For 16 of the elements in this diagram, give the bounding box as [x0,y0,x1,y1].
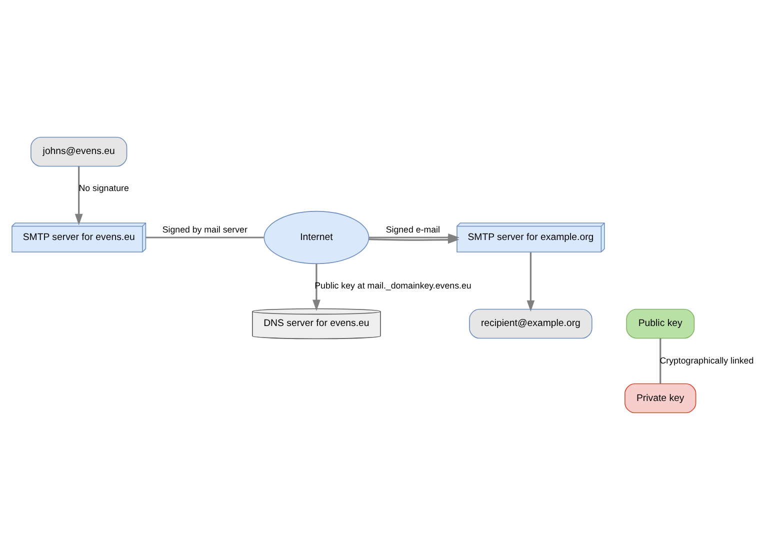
arrow [74,166,83,225]
connector [660,338,662,384]
connector [146,236,264,238]
edge-label: No signature [78,182,129,193]
edge-label: Cryptographically linked [660,354,754,365]
edge-label: Signed by mail server [162,224,248,234]
edge-label: Public key at mail._domainkey.evens.eu [314,280,472,290]
arrow [368,233,460,241]
arrow [526,252,535,312]
node-box: Public key [626,308,695,338]
node-box: recipient@example.org [469,308,592,338]
edge-label: Signed e-mail [386,224,440,234]
node-ellipse: Internet [264,210,370,264]
node-box: Private key [624,382,696,413]
node-box: johns@evens.eu [30,136,128,166]
arrow [312,263,320,311]
